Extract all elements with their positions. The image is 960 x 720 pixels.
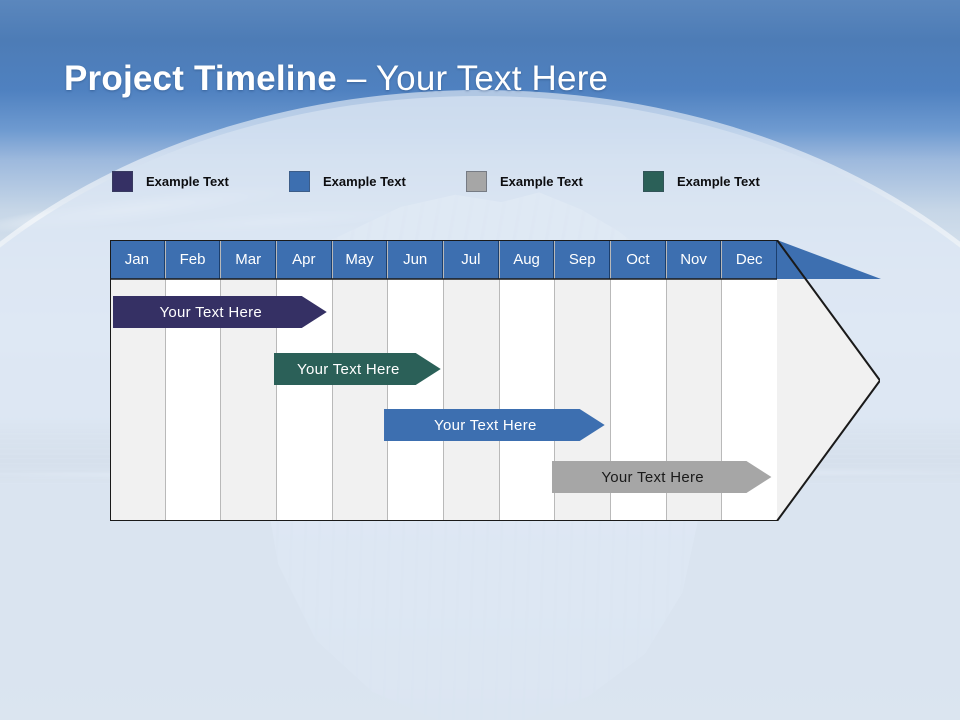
month-header-aug[interactable]: Aug (499, 240, 555, 279)
month-header-mar[interactable]: Mar (221, 240, 277, 279)
timeline-header-arrow-wedge (777, 240, 881, 279)
month-header-jul[interactable]: Jul (444, 240, 499, 279)
timeline-bar-label: Your Text Here (434, 416, 537, 434)
timeline-bar-2[interactable]: Your Text Here (274, 353, 441, 385)
month-header-jan[interactable]: Jan (110, 240, 165, 279)
timeline-column-jul: Jul (444, 240, 500, 521)
legend-item-4: Example Text (643, 168, 760, 194)
legend-swatch-icon (112, 170, 133, 192)
legend-item-label: Example Text (146, 173, 229, 189)
page-title: Project Timeline – Your Text Here (64, 57, 608, 101)
timeline-bar-1[interactable]: Your Text Here (113, 296, 327, 328)
legend-item-label: Example Text (500, 173, 583, 189)
month-header-dec[interactable]: Dec (722, 240, 778, 279)
legend-swatch-icon (289, 170, 310, 192)
timeline-column-mar: Mar (221, 240, 278, 521)
timeline-bar-label: Your Text Here (159, 303, 263, 321)
legend-item-label: Example Text (323, 173, 406, 189)
legend-item-1: Example Text (112, 168, 229, 194)
legend-swatch-icon (643, 170, 664, 192)
month-header-feb[interactable]: Feb (165, 240, 221, 279)
page-title-bold: Project Timeline (64, 59, 337, 98)
page-title-separator: – (336, 59, 376, 98)
timeline-bar-label: Your Text Here (601, 468, 704, 486)
month-header-oct[interactable]: Oct (611, 240, 666, 279)
month-header-apr[interactable]: Apr (277, 240, 332, 279)
legend-item-label: Example Text (677, 173, 760, 189)
timeline-column-aug: Aug (499, 240, 556, 521)
timeline-bar-label: Your Text Here (297, 360, 400, 378)
page-title-light: Your Text Here (375, 59, 609, 98)
month-header-nov[interactable]: Nov (666, 240, 722, 279)
month-header-jun[interactable]: Jun (388, 240, 444, 279)
timeline-column-jan: Jan (110, 240, 166, 521)
month-header-sep[interactable]: Sep (555, 240, 611, 279)
timeline-bar-3[interactable]: Your Text Here (384, 409, 605, 441)
legend-item-2: Example Text (289, 168, 406, 194)
month-header-may[interactable]: May (332, 240, 388, 279)
legend-swatch-icon (466, 170, 487, 192)
timeline-bar-4[interactable]: Your Text Here (552, 461, 772, 493)
timeline-column-feb: Feb (165, 240, 222, 521)
legend: Example Text Example Text Example Text Exam… (112, 168, 812, 198)
legend-item-3: Example Text (466, 168, 583, 194)
